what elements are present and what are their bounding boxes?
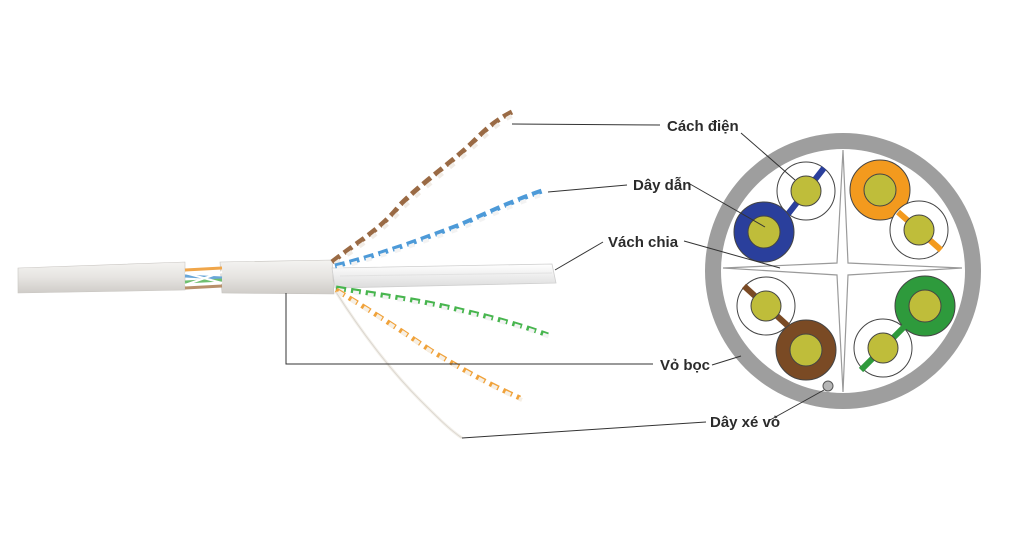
leader-jacket-to-section xyxy=(711,355,742,366)
label-conductor: Dây dẫn xyxy=(633,177,691,194)
label-jacket: Vỏ bọc xyxy=(660,357,710,374)
label-separator: Vách chia xyxy=(608,234,679,251)
brown-twisted-pair xyxy=(330,109,515,266)
leader-ripcord xyxy=(461,421,707,439)
brown-pair-section xyxy=(736,276,837,381)
cable-jacket-sleeve xyxy=(219,259,335,295)
exposed-pairs-window xyxy=(184,266,223,290)
leader-jacket xyxy=(285,293,653,365)
rip-cord-dot xyxy=(822,380,834,392)
orange-pair-section xyxy=(849,159,949,260)
orange-twisted-pair xyxy=(334,287,523,402)
label-insulation: Cách điện xyxy=(667,118,739,135)
green-pair-section xyxy=(853,275,956,378)
cable-illustration xyxy=(17,109,557,440)
leader-separator xyxy=(554,241,604,271)
label-rip-cord: Dây xé vỏ xyxy=(710,414,780,431)
cross-separator xyxy=(722,149,963,393)
separator-spline xyxy=(331,263,557,289)
leader-conductor-to-section xyxy=(689,183,766,228)
leader-insulation-to-section xyxy=(740,132,796,181)
leader-conductor xyxy=(547,184,628,193)
cable-cross-section: DINTEK CAT.6 U/UTP PVC CABLE CONSTRUCTIO… xyxy=(705,119,1020,409)
callout-labels: Cách điện Dây dẫn Vách chia Vỏ bọc Dây x… xyxy=(608,118,780,431)
leader-ripcord-to-section xyxy=(769,389,825,421)
leader-lines xyxy=(285,123,825,439)
rip-cord-strand xyxy=(334,291,463,440)
cable-jacket-body xyxy=(17,261,186,294)
leader-insulation xyxy=(511,123,661,126)
green-twisted-pair xyxy=(335,285,551,339)
leader-separator-to-section xyxy=(683,240,781,269)
blue-twisted-pair xyxy=(334,187,548,270)
